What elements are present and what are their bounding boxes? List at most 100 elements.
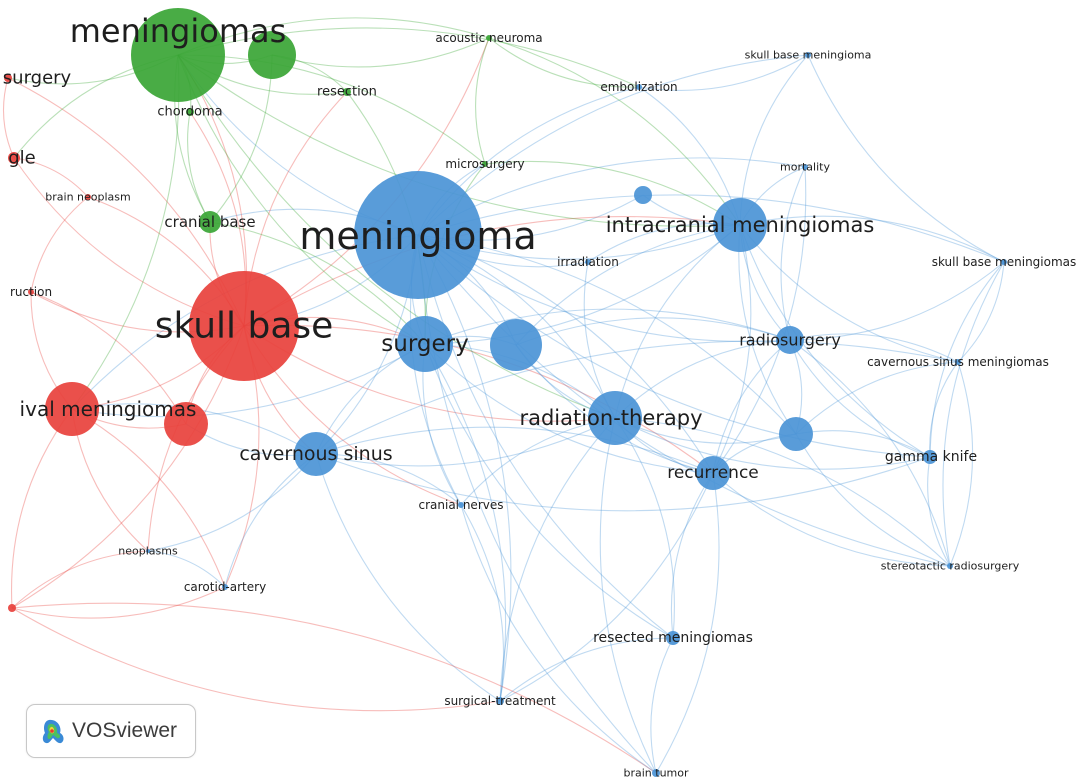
link-meningiomas-ival-meningiomas — [71, 54, 180, 410]
node-irradiation[interactable] — [585, 259, 591, 265]
node-blue-b[interactable] — [634, 186, 652, 204]
label-acoustic-neuroma[interactable]: acoustic neuroma — [435, 31, 542, 45]
link-surgery-ival-meningiomas — [71, 343, 426, 418]
link-recurrence-resected-meningiomas — [670, 472, 714, 639]
label-skull-base[interactable]: skull base — [155, 306, 334, 347]
link-neoplasms-carotid-artery — [147, 550, 226, 588]
node-gle[interactable] — [8, 152, 20, 164]
link-microsurgery-intracranial-meningiomas — [484, 160, 741, 226]
node-resected-meningiomas[interactable] — [666, 631, 680, 645]
link-ival-meningiomas-carotid-artery — [71, 408, 226, 588]
link-red-edge-surgical-treatment — [11, 607, 501, 712]
node-stereotactic-radiosurgery[interactable] — [947, 563, 953, 569]
node-red-edge[interactable] — [8, 604, 16, 612]
link-surgery-resected-meningiomas — [424, 343, 674, 639]
label-cranial-base[interactable]: cranial base — [164, 213, 255, 231]
node-recurrence[interactable] — [696, 456, 730, 490]
label-radiosurgery[interactable]: radiosurgery — [739, 331, 841, 350]
node-neoplasms[interactable] — [146, 549, 150, 553]
node-ival-meningiomas[interactable] — [45, 382, 99, 436]
label-chordoma[interactable]: chordoma — [157, 105, 222, 120]
label-meningioma[interactable]: meningioma — [299, 214, 536, 258]
node-radiation-therapy[interactable] — [588, 391, 642, 445]
label-skull-base-meningiomas[interactable]: skull base meningiomas — [932, 255, 1077, 269]
vosviewer-logo[interactable]: VOSviewer — [26, 704, 196, 758]
link-cavernous-sinus-cavernous-sinus-meningiomas — [315, 340, 959, 455]
node-skull-base-meningiomas[interactable] — [1001, 259, 1007, 265]
node-surgery[interactable] — [397, 316, 453, 372]
link-recurrence-stereotactic-radiosurgery — [712, 472, 951, 567]
node-red-2[interactable] — [164, 402, 208, 446]
label-skull-base-meningioma[interactable]: skull base meningioma — [745, 49, 872, 62]
node-gamma-knife[interactable] — [923, 450, 937, 464]
node-meningioma[interactable] — [354, 171, 482, 299]
node-skull-base-meningioma[interactable] — [805, 52, 811, 58]
label-surgical-treatment[interactable]: surgical-treatment — [444, 694, 556, 708]
node-carotid-artery[interactable] — [222, 584, 228, 590]
node-meningiomas[interactable] — [131, 8, 225, 102]
label-resected-meningiomas[interactable]: resected meningiomas — [593, 630, 753, 646]
label-neoplasms[interactable]: neoplasms — [118, 545, 178, 558]
link-red-edge-carotid-artery — [11, 586, 226, 619]
label-gle[interactable]: gle — [8, 148, 36, 169]
node-microsurgery[interactable] — [482, 161, 488, 167]
node-intracranial-meningiomas[interactable] — [713, 198, 767, 252]
node-surgical-treatment[interactable] — [496, 697, 504, 705]
label-mortality[interactable]: mortality — [780, 161, 830, 174]
label-carotid-artery[interactable]: carotid-artery — [184, 580, 266, 594]
label-cavernous-sinus[interactable]: cavernous sinus — [239, 443, 392, 465]
label-radiation-therapy[interactable]: radiation-therapy — [519, 406, 702, 430]
link-blue-c-stereotactic-radiosurgery — [795, 433, 951, 567]
node-cranial-nerves[interactable] — [458, 502, 464, 508]
link-brain-neoplasm-ruction — [30, 196, 89, 293]
label-surgery[interactable]: surgery — [381, 331, 468, 357]
label-surgery-red[interactable]: surgery — [3, 68, 72, 89]
link-radiation-therapy-cavernous-sinus — [315, 417, 616, 467]
label-intracranial-meningiomas[interactable]: intracranial meningiomas — [606, 213, 875, 237]
vosviewer-logo-icon — [42, 719, 64, 744]
node-cranial-base[interactable] — [199, 211, 221, 233]
label-gamma-knife[interactable]: gamma knife — [885, 449, 977, 465]
node-cavernous-sinus-meningiomas[interactable] — [955, 359, 961, 365]
link-meningiomas-radiation-therapy — [177, 54, 616, 419]
label-recurrence[interactable]: recurrence — [667, 463, 759, 483]
link-surgical-treatment-cranial-nerves — [460, 504, 505, 702]
label-stereotactic-radiosurgery[interactable]: stereotactic radiosurgery — [881, 560, 1020, 573]
label-ival-meningiomas[interactable]: ival meningiomas — [20, 397, 197, 421]
label-brain-neoplasm[interactable]: brain neoplasm — [45, 191, 130, 204]
network-labels: meningiomas acoustic neuroma chordoma resec… — [3, 12, 1076, 778]
network-links — [2, 17, 1005, 774]
node-brain-tumor[interactable] — [652, 769, 660, 777]
node-blue-c[interactable] — [779, 417, 813, 451]
label-cavernous-sinus-meningiomas[interactable]: cavernous sinus meningiomas — [867, 355, 1049, 369]
node-green-small[interactable] — [248, 31, 296, 79]
node-chordoma[interactable] — [186, 108, 194, 116]
link-green-small-cranial-base — [209, 54, 273, 223]
link-radiation-therapy-intracranial-meningiomas — [614, 224, 741, 419]
label-resection[interactable]: resection — [317, 85, 377, 100]
label-irradiation[interactable]: irradiation — [557, 255, 619, 269]
node-resection[interactable] — [343, 88, 351, 96]
label-ruction[interactable]: ruction — [10, 285, 52, 299]
node-blue-a[interactable] — [490, 319, 542, 371]
node-surgery-red[interactable] — [4, 74, 12, 82]
link-radiation-therapy-brain-tumor — [599, 417, 657, 774]
node-cavernous-sinus[interactable] — [294, 432, 338, 476]
node-embolization[interactable] — [636, 84, 642, 90]
node-mortality[interactable] — [802, 164, 808, 170]
label-cranial-nerves[interactable]: cranial nerves — [419, 498, 504, 512]
label-microsurgery[interactable]: microsurgery — [445, 157, 524, 171]
node-brain-neoplasm[interactable] — [85, 194, 91, 200]
label-meningiomas[interactable]: meningiomas — [70, 12, 287, 50]
node-acoustic-neuroma[interactable] — [486, 35, 492, 41]
node-skull-base[interactable] — [189, 271, 299, 381]
node-ruction[interactable] — [28, 289, 34, 295]
link-surgery-radiosurgery — [424, 308, 791, 345]
link-radiation-therapy-surgical-treatment — [499, 417, 616, 702]
node-radiosurgery[interactable] — [776, 326, 804, 354]
link-skull-base-meningioma-skull-base-meningiomas — [807, 54, 1005, 263]
label-embolization[interactable]: embolization — [600, 80, 677, 94]
label-brain-tumor[interactable]: brain tumor — [623, 767, 689, 778]
